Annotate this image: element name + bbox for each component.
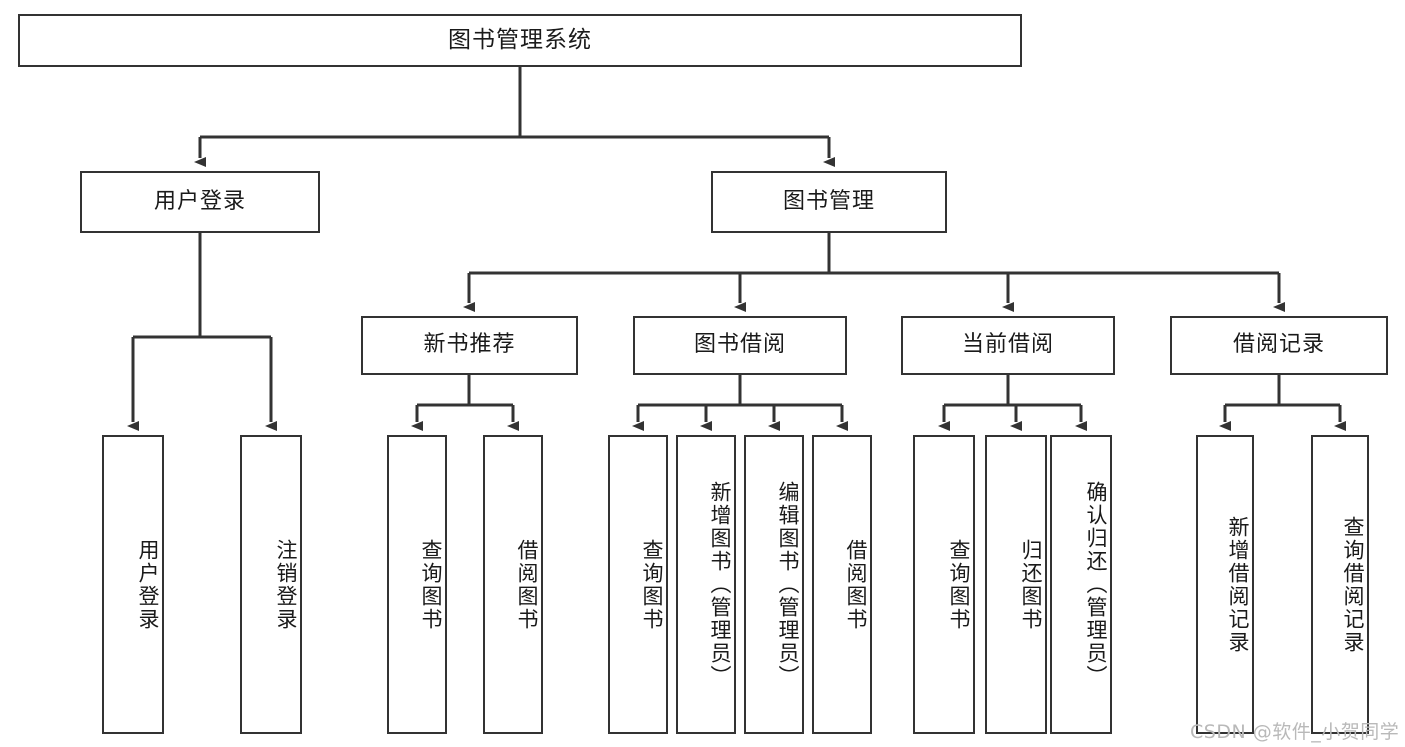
node-leaf-7[interactable]: 编辑图书（管理员） [744,435,804,734]
node-label: 归还图书 [1019,538,1043,631]
node-label: 确认归还（管理员） [1084,481,1108,688]
node-leaf-9[interactable]: 查询图书 [913,435,975,734]
node-label: 新增借阅记录 [1226,515,1250,654]
node-label: 用户登录 [136,538,160,631]
node-leaf-2[interactable]: 注销登录 [240,435,302,734]
node-label: 借阅图书 [515,538,539,631]
node-leaf-8[interactable]: 借阅图书 [812,435,872,734]
node-label: 新书推荐 [423,332,516,358]
node-level2-4[interactable]: 借阅记录 [1170,316,1388,375]
node-leaf-4[interactable]: 借阅图书 [483,435,543,734]
node-label: 图书管理 [782,188,875,214]
node-label: 图书管理系统 [448,26,592,53]
node-root-book-management-system[interactable]: 图书管理系统 [18,14,1022,67]
node-label: 查询图书 [419,538,443,631]
node-leaf-10[interactable]: 归还图书 [985,435,1047,734]
node-label: 当前借阅 [961,332,1054,358]
node-leaf-6[interactable]: 新增图书（管理员） [676,435,736,734]
node-level2-2[interactable]: 图书借阅 [633,316,847,375]
node-label: 编辑图书（管理员） [776,481,800,688]
node-leaf-5[interactable]: 查询图书 [608,435,668,734]
node-leaf-11[interactable]: 确认归还（管理员） [1050,435,1112,734]
node-label: 查询图书 [947,538,971,631]
node-label: 用户登录 [153,188,246,214]
node-label: 查询图书 [640,538,664,631]
node-leaf-1[interactable]: 用户登录 [102,435,164,734]
node-label: 图书借阅 [693,332,786,358]
node-level1-1[interactable]: 用户登录 [80,171,320,233]
csdn-watermark: CSDN @软件_小贺同学 [1190,721,1400,743]
node-label: 注销登录 [274,538,298,631]
node-leaf-13[interactable]: 查询借阅记录 [1311,435,1369,734]
node-level1-2[interactable]: 图书管理 [711,171,947,233]
node-label: 借阅图书 [844,538,868,631]
node-leaf-3[interactable]: 查询图书 [387,435,447,734]
node-label: 查询借阅记录 [1341,515,1365,654]
node-level2-1[interactable]: 新书推荐 [361,316,578,375]
node-level2-3[interactable]: 当前借阅 [901,316,1115,375]
node-label: 借阅记录 [1232,332,1325,358]
node-leaf-12[interactable]: 新增借阅记录 [1196,435,1254,734]
node-label: 新增图书（管理员） [708,481,732,688]
